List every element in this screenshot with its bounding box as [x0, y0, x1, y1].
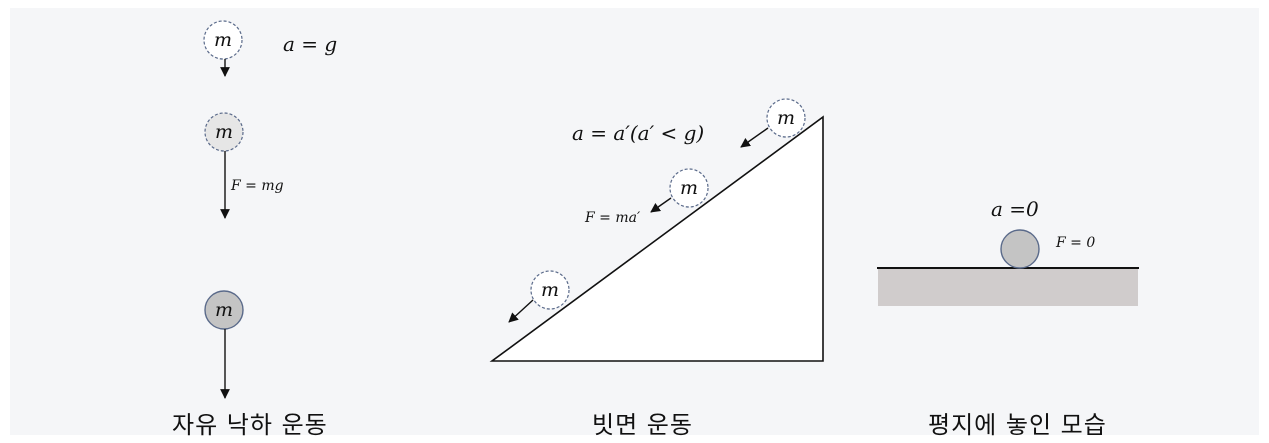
incline-force-arrow — [651, 198, 671, 212]
flat-ball — [1001, 230, 1039, 268]
incline-arrow-top — [741, 128, 768, 147]
ground-block — [878, 268, 1138, 306]
free-fall-caption: 자유 낙하 운동 — [172, 410, 328, 440]
free-fall-accel-label: a = g — [283, 32, 337, 56]
incline-accel-label: a = a′(a′ < g) — [572, 121, 704, 145]
free-fall-mass-top-label: m — [214, 29, 232, 51]
free-fall-mass-mid-label: m — [215, 121, 233, 143]
free-fall-section: m a = g m F = mg m — [204, 21, 337, 398]
flat-accel-label: a =0 — [991, 197, 1039, 221]
free-fall-mass-bottom-label: m — [215, 299, 233, 321]
flat-section: a =0 F = 0 — [877, 197, 1139, 306]
incline-arrow-bottom — [509, 300, 533, 322]
incline-mass-bottom-label: m — [541, 279, 559, 301]
flat-force-label: F = 0 — [1055, 235, 1095, 251]
incline-section: a = a′(a′ < g) m m F = ma′ m — [492, 99, 823, 361]
incline-mass-top-label: m — [777, 107, 795, 129]
free-fall-force-label: F = mg — [230, 178, 284, 194]
incline-triangle — [492, 117, 823, 361]
incline-mass-mid-label: m — [680, 177, 698, 199]
incline-caption: 빗면 운동 — [592, 410, 693, 440]
incline-force-label: F = ma′ — [584, 210, 641, 226]
flat-caption: 평지에 놓인 모습 — [928, 410, 1107, 440]
